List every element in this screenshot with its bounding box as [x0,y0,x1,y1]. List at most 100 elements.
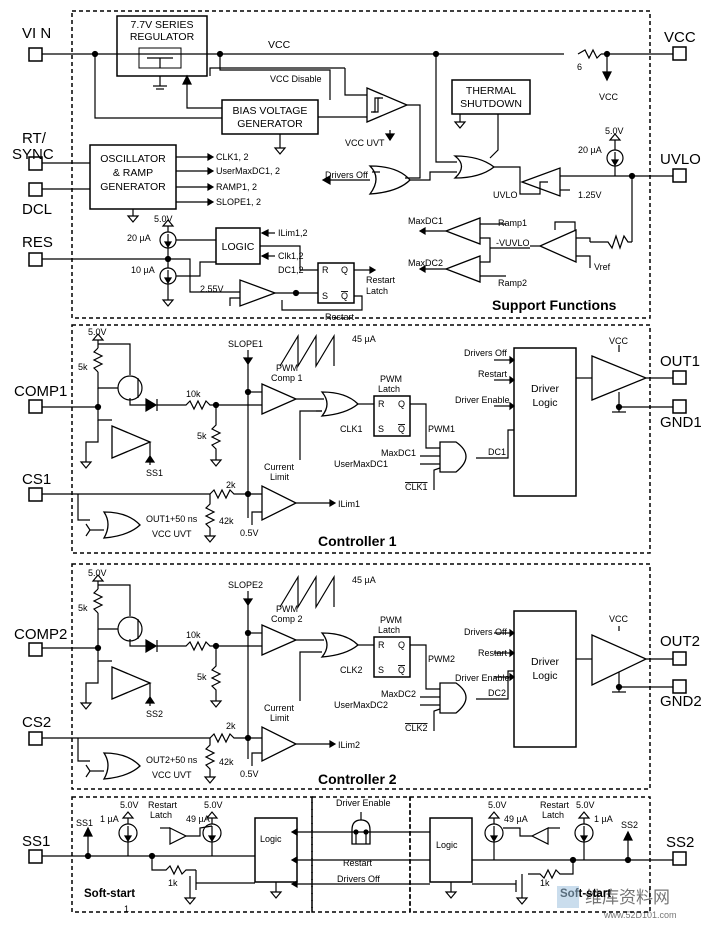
regulator-label-2: REGULATOR [130,31,195,43]
uvlo-20ua-label: 20 µA [578,145,602,155]
c2-10k: 10k [186,630,201,640]
ss2-node-label: SS2 [621,820,638,830]
softstart-left-title: Soft-start [84,888,135,900]
ss2-logic-label: Logic [436,840,458,850]
softstart-wiring [42,811,673,905]
pin-ss1-label: SS1 [22,833,50,850]
c1-error-amp [111,425,152,459]
c2-slope: SLOPE2 [228,580,263,590]
c2-uvt-or-gate [102,752,141,780]
watermark-url: www.52D101.com [603,910,677,920]
uvlo-or-gate [453,155,496,179]
maxdc1-comparator [444,217,481,245]
c2-drivers-off: Drivers Off [464,627,507,637]
ss2-5v-label: 5.0V [488,800,507,810]
pin-res [28,252,43,267]
c2-cl-2: Limit [270,713,290,723]
c1-5k-a: 5k [78,362,88,372]
ss2-restart-latch-1: Restart [540,800,570,810]
c1-vcc: VCC [609,336,629,346]
res-5v-label: 5.0V [154,214,173,224]
c2-42k: 42k [219,757,234,767]
maxdc2-comparator [444,255,481,283]
c1-pwm-latch-2: Latch [378,384,400,394]
c2-clkb: CLK2 [405,723,428,733]
controller1-wiring [42,333,673,543]
usermaxdc12-label: UserMaxDC1, 2 [216,166,280,176]
c1-latch-qb: Q [398,424,405,434]
c1-cl-2: Limit [270,472,290,482]
c1-pwm-comp-2: Comp 1 [271,373,303,383]
softstart-frame-left [71,796,313,913]
pin-comp1 [28,399,43,414]
drivers-off-or-gate [368,165,411,195]
ss1-5v-b-label: 5.0V [204,800,223,810]
c2-driver-enable: Driver Enable [455,673,510,683]
pin-vcc [672,46,687,61]
controller2-labels: 5.0V 5k 10k 5k SLOPE2 45 µA PWM Comp 2 P… [78,568,629,787]
c2-pwm-or-gate [320,632,359,658]
c1-latch-r: R [378,399,385,409]
c2-dc: DC2 [488,688,506,698]
osc-label-2: & RAMP [113,167,153,179]
ss1-1ua-label: 1 µA [100,814,119,824]
pin-vin [28,47,43,62]
controller2-frame [71,563,651,790]
c2-05v: 0.5V [240,769,259,779]
clk12-label: CLK1, 2 [216,152,249,162]
support-wiring [42,15,673,311]
c2-latch-qb: Q [398,665,405,675]
c1-5k-b: 5k [197,431,207,441]
dc12-label: DC1,2 [278,265,304,275]
pin-vcc-label: VCC [664,29,696,46]
c1-uvt-or-gate [102,511,141,539]
c2-pwm-latch-1: PWM [380,615,402,625]
c2-current-limit-comparator [261,725,298,763]
ss1-buffer [169,827,188,845]
pin-comp2 [28,642,43,657]
pin-gnd2 [672,679,687,694]
res-20ua-label: 20 µA [127,233,151,243]
pin-ss1 [28,849,43,864]
c1-2k: 2k [226,480,236,490]
c1-10k: 10k [186,389,201,399]
c1-out-ns: OUT1+50 ns [146,514,198,524]
c1-42k: 42k [219,516,234,526]
ramp2-label: Ramp2 [498,278,527,288]
support-title: Support Functions [492,297,617,313]
restart-latch-box [317,262,355,304]
c1-pwm-comp-1: PWM [276,363,298,373]
ss2-49ua-label: 49 µA [504,814,528,824]
pin-dcl-label: DCL [22,201,52,218]
ss1-restart-latch-1: Restart [148,800,178,810]
vref-label: Vref [594,262,611,272]
c1-driver-logic-box [513,347,577,497]
c1-dc: DC1 [488,447,506,457]
c1-clk: CLK1 [340,424,363,434]
c1-drivers-off: Drivers Off [464,348,507,358]
c1-05v: 0.5V [240,528,259,538]
thermal-label-1: THERMAL [466,85,516,97]
c1-latch-q: Q [398,399,405,409]
c2-latch-q: Q [398,640,405,650]
c1-pwm: PWM1 [428,424,455,434]
pin-cs2 [28,731,43,746]
ramp1-label: Ramp1 [498,218,527,228]
softstart-frame-right [409,796,651,913]
c1-maxdc: MaxDC1 [381,448,416,458]
pin-comp2-label: COMP2 [14,626,67,643]
ss2-restart-latch-2: Latch [542,810,564,820]
pin-uvlo-label: UVLO [660,151,701,168]
ss2-5v-b-label: 5.0V [576,800,595,810]
ss1-49ua-label: 49 µA [186,814,210,824]
c2-pwm-comp-1: PWM [276,604,298,614]
ss1-1k-label: 1k [168,878,178,888]
c1-pwm-comparator [261,383,298,415]
restart-mid-label: Restart [343,858,373,868]
thermal-label-2: SHUTDOWN [460,98,522,110]
c2-maxdc: MaxDC2 [381,689,416,699]
c1-latch-s: S [378,424,384,434]
c1-driver-logic-1: Driver [531,383,560,395]
vcc-node-label: VCC [599,92,619,102]
